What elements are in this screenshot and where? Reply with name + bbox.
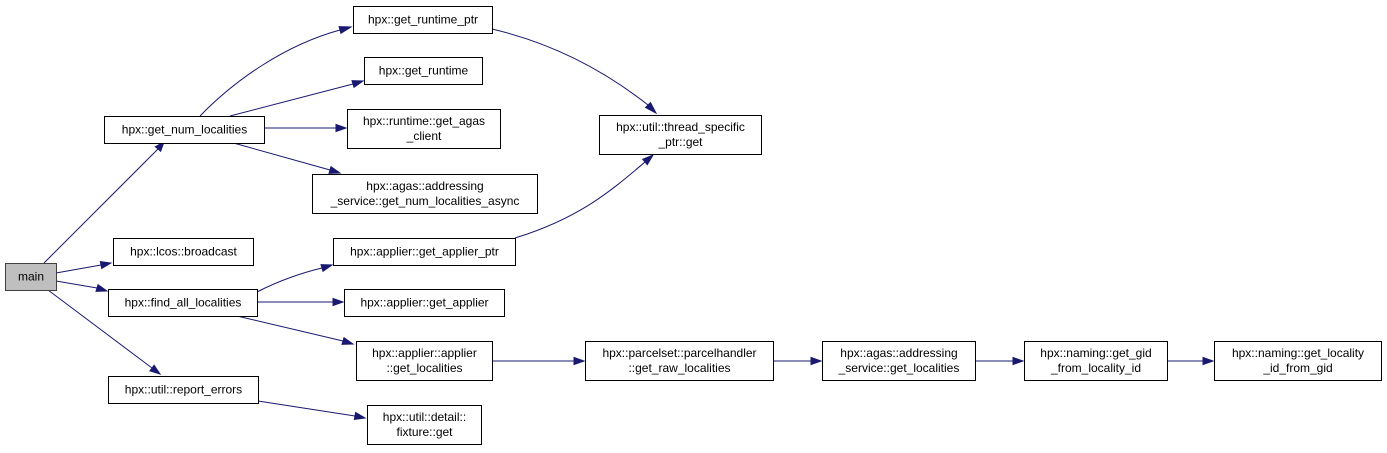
e-rep-fix-line	[257, 400, 356, 417]
e-agas-gid-arrowhead	[1012, 356, 1025, 366]
node-label-line: hpx::applier::applier	[372, 346, 477, 360]
e-gap-ts-arrowhead	[641, 153, 655, 166]
e-fal-agl-line	[236, 315, 344, 342]
node-agas-get-localities[interactable]: hpx::agas::addressing_service::get_local…	[822, 341, 976, 381]
node-label-line: _ptr::get	[657, 135, 703, 149]
node-lcos-broadcast[interactable]: hpx::lcos::broadcast	[113, 238, 254, 266]
e-fal-gap-arrowhead	[320, 264, 334, 273]
e-gnl-grp-arrowhead	[338, 26, 353, 35]
node-label-line: _client	[406, 129, 442, 143]
node-get-num-localities-async[interactable]: hpx::agas::addressing_service::get_num_l…	[312, 174, 538, 214]
e-gnl-grp-line	[199, 29, 341, 117]
node-applier-get-localities[interactable]: hpx::applier::applier::get_localities	[356, 341, 493, 381]
e-main-fal-arrowhead	[95, 283, 109, 292]
e-grp-ts-arrowhead	[644, 101, 658, 115]
node-label-line: _service::get_num_localities_async	[330, 194, 520, 208]
node-box	[1214, 341, 1382, 381]
node-label-line: hpx::util::detail::	[383, 410, 466, 424]
node-get-runtime-ptr[interactable]: hpx::get_runtime_ptr	[353, 6, 493, 34]
e-fal-gap-line	[256, 267, 323, 293]
node-label-line: hpx::runtime::get_agas	[363, 114, 485, 128]
e-gnl-gr-line	[229, 83, 354, 117]
node-label-line: hpx::get_runtime	[379, 64, 469, 78]
e-gid-loc-arrowhead	[1202, 356, 1215, 366]
e-gap-ts-line	[514, 161, 646, 239]
node-get-locality-id-from-gid[interactable]: hpx::naming::get_locality_id_from_gid	[1214, 341, 1382, 381]
node-label-line: hpx::lcos::broadcast	[130, 245, 237, 259]
nodes-layer: main hpx::get_num_localities hpx::get_runt…	[5, 6, 1382, 445]
e-rep-fix-arrowhead	[353, 411, 367, 421]
node-label-line: hpx::agas::addressing	[366, 179, 483, 193]
e-main-bcast-line	[55, 264, 102, 274]
node-box	[599, 115, 762, 155]
e-gnl-async-arrowhead	[328, 165, 342, 174]
edges-layer	[43, 26, 1215, 421]
node-label-line: hpx::find_all_localities	[125, 296, 242, 310]
e-main-bcast-arrowhead	[99, 260, 113, 270]
node-get-num-localities[interactable]: hpx::get_num_localities	[104, 116, 265, 144]
e-gnl-agas-arrowhead	[335, 123, 348, 133]
e-fal-agl-arrowhead	[341, 336, 355, 345]
node-label-line: main	[18, 270, 44, 284]
e-fal-ga-arrowhead	[332, 297, 345, 307]
e-raw-agas-arrowhead	[810, 356, 823, 366]
e-main-gnl-line	[43, 148, 159, 264]
e-gnl-gr-arrowhead	[351, 80, 365, 89]
node-box	[312, 174, 538, 214]
node-box	[585, 341, 774, 381]
node-get-runtime[interactable]: hpx::get_runtime	[364, 57, 483, 85]
e-main-gnl-arrowhead	[154, 140, 165, 153]
node-label-line: hpx::applier::get_applier	[360, 296, 488, 310]
node-get-raw-localities[interactable]: hpx::parcelset::parcelhandler::get_raw_l…	[585, 341, 774, 381]
node-label-line: _service::get_localities	[838, 361, 960, 375]
node-label-line: fixture::get	[396, 425, 453, 439]
node-label-line: hpx::naming::get_gid	[1040, 346, 1151, 360]
node-label-line: hpx::naming::get_locality	[1232, 346, 1364, 360]
node-box	[5, 263, 57, 291]
node-box	[364, 57, 483, 85]
node-get-applier[interactable]: hpx::applier::get_applier	[344, 289, 505, 317]
node-label-line: ::get_raw_localities	[628, 361, 730, 375]
node-box	[353, 6, 493, 34]
node-box	[113, 238, 254, 266]
e-main-rep-arrowhead	[149, 364, 162, 375]
node-main[interactable]: main	[5, 263, 57, 291]
node-box	[356, 341, 493, 381]
node-box	[344, 289, 505, 317]
e-main-rep-line	[47, 289, 153, 369]
node-label-line: hpx::util::thread_specific	[616, 120, 745, 134]
node-label-line: hpx::parcelset::parcelhandler	[602, 346, 756, 360]
node-label-line: hpx::applier::get_applier_ptr	[350, 245, 499, 259]
e-agl-raw-arrowhead	[573, 356, 586, 366]
node-box	[1024, 341, 1168, 381]
node-box	[822, 341, 976, 381]
node-label-line: ::get_localities	[386, 361, 462, 375]
node-label-line: _id_from_gid	[1262, 361, 1332, 375]
node-box	[104, 116, 265, 144]
node-box	[333, 238, 516, 266]
node-label-line: _from_locality_id	[1050, 361, 1141, 375]
node-box	[108, 289, 258, 317]
node-label-line: hpx::get_num_localities	[122, 123, 247, 137]
node-thread-specific-ptr-get[interactable]: hpx::util::thread_specific_ptr::get	[599, 115, 762, 155]
node-runtime-get-agas-client[interactable]: hpx::runtime::get_agas_client	[347, 109, 501, 149]
e-grp-ts-line	[491, 28, 649, 106]
node-find-all-localities[interactable]: hpx::find_all_localities	[108, 289, 258, 317]
node-label-line: hpx::util::report_errors	[125, 383, 242, 397]
node-label-line: hpx::get_runtime_ptr	[368, 13, 478, 27]
node-get-gid-from-locality-id[interactable]: hpx::naming::get_gid_from_locality_id	[1024, 341, 1168, 381]
node-box	[367, 405, 482, 445]
node-box	[108, 376, 259, 404]
node-label-line: hpx::agas::addressing	[840, 346, 957, 360]
node-box	[347, 109, 501, 149]
node-fixture-get[interactable]: hpx::util::detail::fixture::get	[367, 405, 482, 445]
e-main-fal-line	[55, 280, 98, 289]
node-get-applier-ptr[interactable]: hpx::applier::get_applier_ptr	[333, 238, 516, 266]
node-report-errors[interactable]: hpx::util::report_errors	[108, 376, 259, 404]
e-gnl-async-line	[229, 141, 331, 171]
